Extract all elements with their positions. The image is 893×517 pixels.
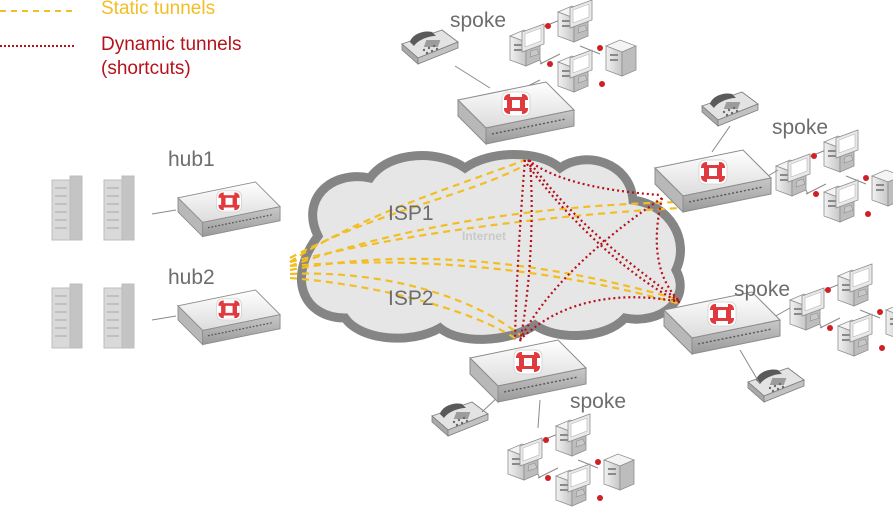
isp1-label: ISP1: [388, 202, 434, 225]
legend-dynamic-sublabel: (shortcuts): [101, 58, 191, 79]
hub2-label: hub2: [168, 266, 215, 289]
static-tunnel: [289, 272, 521, 336]
hub2-group: hub2: [51, 266, 281, 349]
dynamic-tunnel: [513, 159, 527, 341]
legend: [0, 10, 76, 47]
server-rack-icon: [103, 283, 135, 349]
hub1-label: hub1: [168, 148, 215, 171]
static-tunnel: [289, 164, 526, 259]
static-tunnel: [289, 261, 681, 306]
spoke-bottom-group: spoke: [431, 339, 634, 506]
server-rack-icon: [51, 175, 83, 241]
hub1-firewall-icon[interactable]: [177, 181, 281, 238]
spoke-right-bottom-firewall-icon[interactable]: [663, 291, 781, 355]
phone-icon: [401, 29, 459, 65]
spoke-top-firewall-icon[interactable]: [457, 81, 575, 145]
dynamic-tunnel: [527, 159, 681, 303]
server-rack-icon: [51, 283, 83, 349]
legend-static-label: Static tunnels: [101, 0, 216, 19]
dynamic-tunnel: [655, 197, 679, 301]
static-tunnel: [289, 200, 681, 268]
spoke-top-group: spoke: [401, 0, 636, 145]
hub1-group: hub1: [51, 148, 281, 241]
dynamic-tunnel: [519, 197, 663, 341]
spoke-right-top-label: spoke: [772, 116, 828, 139]
phone-icon: [701, 91, 759, 127]
phone-icon: [747, 367, 805, 403]
legend-dynamic-label: Dynamic tunnels: [101, 34, 242, 55]
dynamic-tunnels: [513, 159, 681, 343]
dynamic-tunnel: [518, 159, 533, 343]
spoke-right-top-group: spoke: [654, 91, 893, 222]
pc-cluster-icon: [508, 414, 634, 506]
hub2-firewall-icon[interactable]: [177, 289, 281, 346]
spoke-right-bottom-group: spoke: [663, 264, 893, 403]
spoke-right-bottom-label: spoke: [734, 278, 790, 301]
phone-icon: [431, 401, 489, 437]
static-tunnel: [289, 158, 526, 263]
spoke-bottom-firewall-icon[interactable]: [469, 339, 587, 403]
server-rack-icon: [103, 175, 135, 241]
static-tunnel: [289, 206, 681, 264]
pc-cluster-icon: [790, 264, 893, 356]
spoke-bottom-label: spoke: [570, 390, 626, 413]
spoke-top-label: spoke: [450, 9, 506, 32]
internet-label: Internet: [462, 229, 506, 243]
dynamic-tunnel: [519, 296, 681, 341]
isp2-label: ISP2: [388, 287, 434, 310]
pc-cluster-icon: [510, 0, 636, 92]
pc-cluster-icon: [776, 130, 893, 222]
internet-cloud: [296, 150, 685, 344]
static-tunnels: [289, 158, 681, 339]
